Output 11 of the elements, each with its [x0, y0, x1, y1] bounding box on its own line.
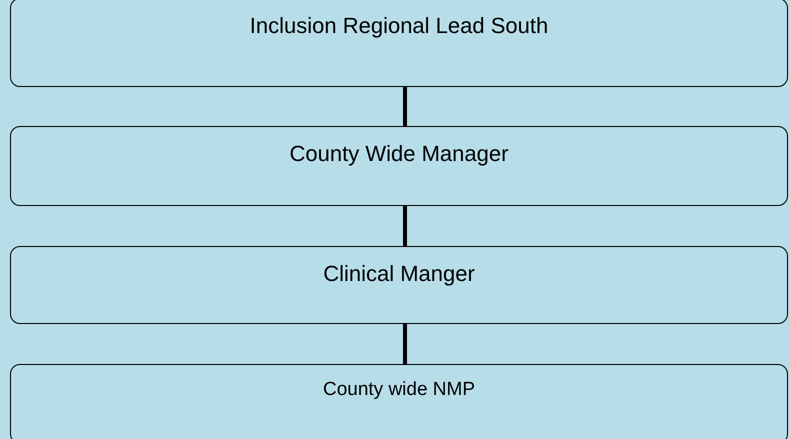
box-label: County Wide Manager	[288, 140, 510, 167]
connector-line	[403, 87, 407, 126]
org-box	[10, 0, 788, 87]
box-label: Clinical Manger	[322, 260, 476, 287]
connector-line	[403, 206, 407, 246]
org-box	[10, 246, 788, 324]
connector-line	[403, 324, 407, 364]
box-label: Inclusion Regional Lead South	[248, 12, 550, 39]
org-box	[10, 364, 788, 439]
org-box	[10, 126, 788, 206]
box-label: County wide NMP	[322, 378, 476, 401]
